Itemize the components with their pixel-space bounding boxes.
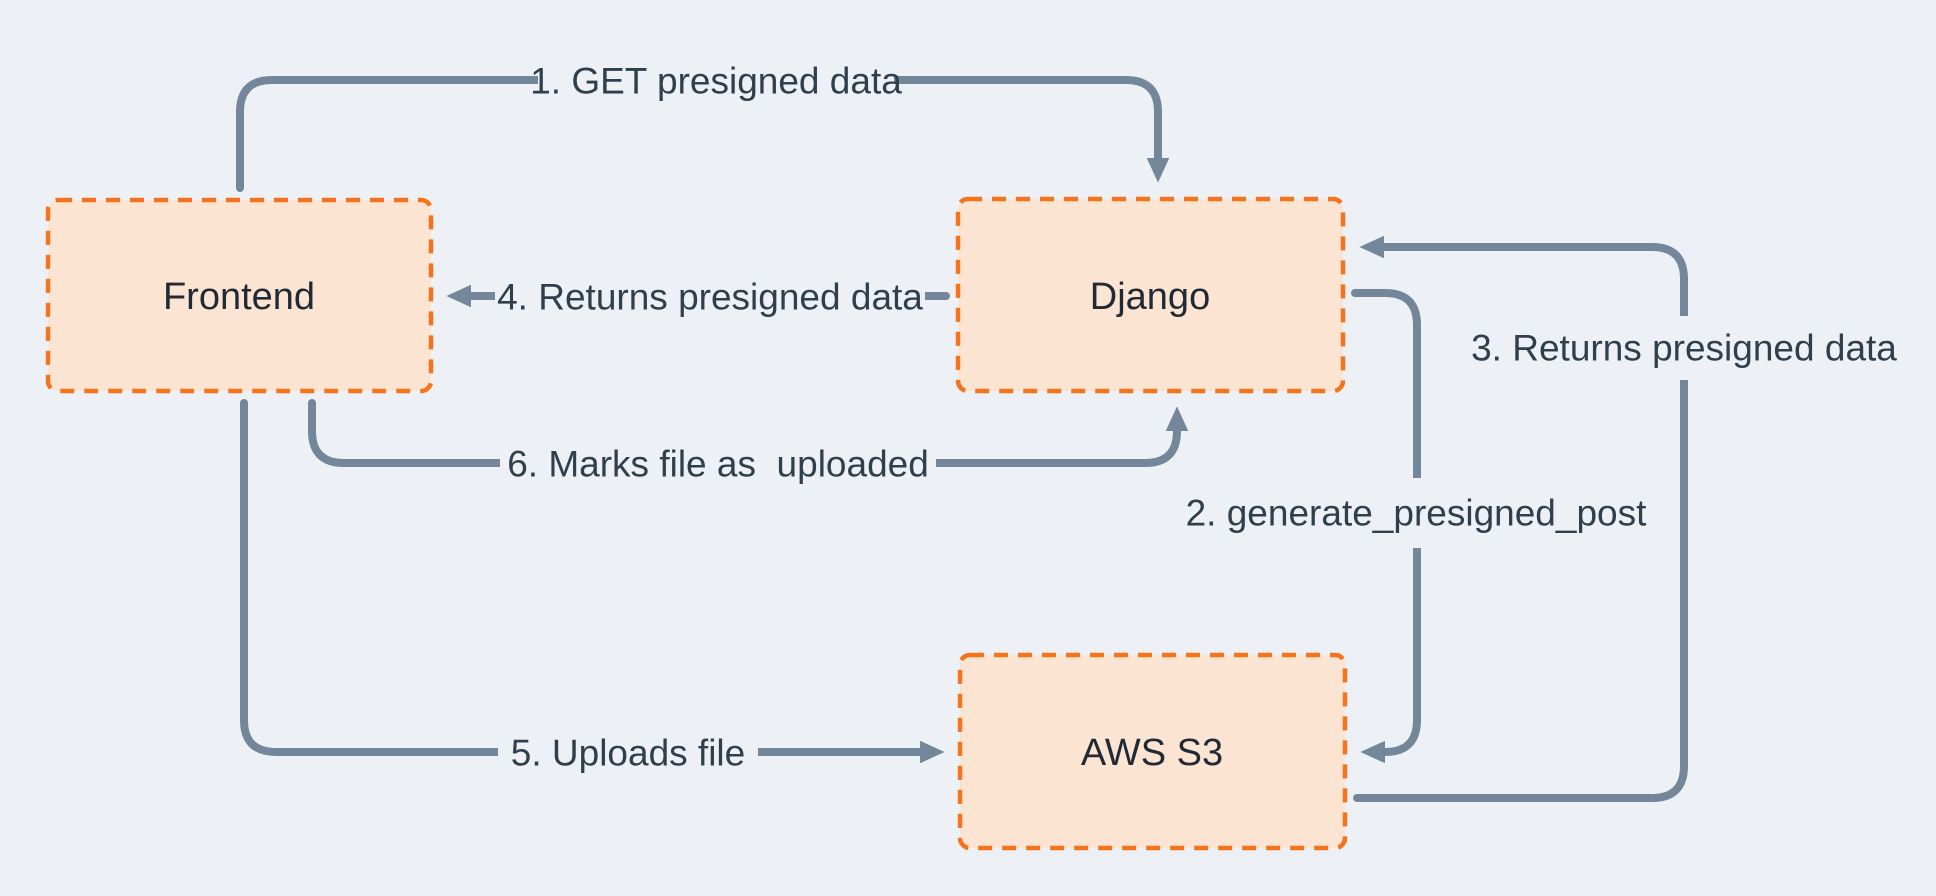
step2-label: 2. generate_presigned_post [1186, 493, 1648, 534]
step2-label-mask [1186, 478, 1646, 548]
django-box-label: Django [1090, 276, 1210, 318]
django-box-rect [955, 196, 1346, 394]
frontend-box-rect [45, 197, 434, 394]
frontend-box: Frontend [45, 197, 434, 394]
step4-label: 4. Returns presigned data [497, 277, 923, 318]
aws-s3-box: AWS S3 [957, 652, 1348, 851]
step3-label: 3. Returns presigned data [1471, 328, 1897, 369]
arrow-6-marks-file-uploaded [308, 399, 1189, 467]
step3-label-mask [1469, 316, 1899, 380]
step6-label: 6. Marks file as uploaded [507, 444, 929, 485]
step1-label-mask [538, 57, 894, 103]
arrow-2-generate-presigned-post [1351, 289, 1421, 764]
arrow-5-uploads-file [240, 399, 945, 764]
step5-label: 5. Uploads file [511, 733, 745, 774]
frontend-box-label: Frontend [163, 276, 315, 318]
step6-label-mask [500, 440, 936, 486]
aws-s3-box-label: AWS S3 [1081, 732, 1223, 774]
step5-label-mask [498, 729, 758, 775]
django-box: Django [955, 196, 1346, 394]
step4-label-mask [495, 273, 925, 319]
step1-label: 1. GET presigned data [530, 61, 902, 102]
aws-s3-box-rect [957, 652, 1348, 851]
arrow-3-returns-presigned-data [1353, 235, 1688, 802]
